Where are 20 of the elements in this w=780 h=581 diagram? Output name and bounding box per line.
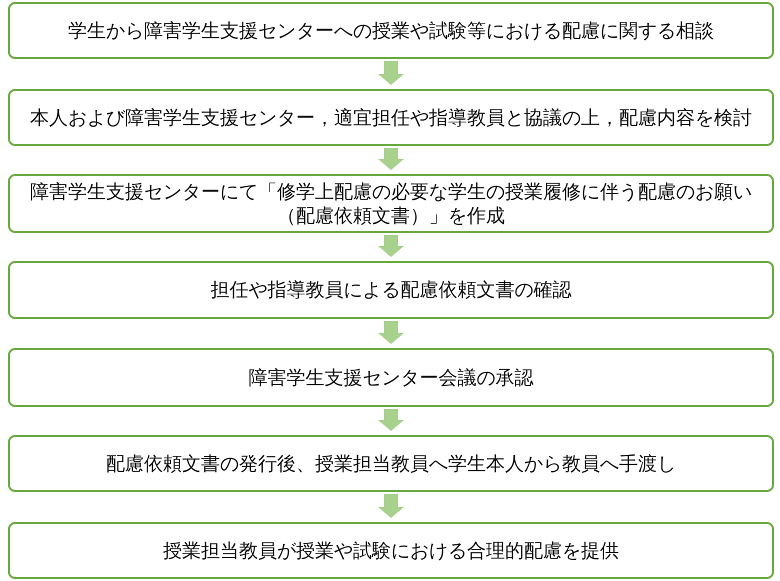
process-box — [8, 522, 774, 579]
arrow — [378, 321, 404, 344]
arrow — [378, 494, 404, 518]
process-box — [8, 261, 774, 319]
step-text: 障害学生支援センター会議の承認 — [248, 366, 534, 390]
arrow — [378, 409, 404, 431]
process-box — [8, 174, 774, 233]
arrow — [378, 148, 404, 170]
process-box — [8, 435, 774, 492]
step-text: 授業担当教員が授業や試験における合理的配慮を提供 — [163, 538, 619, 562]
process-box — [8, 348, 774, 407]
arrow — [378, 235, 404, 257]
step-text: 担任や指導教員による配慮依頼文書の確認 — [210, 278, 572, 302]
process-box — [8, 89, 774, 146]
arrow — [378, 61, 404, 85]
step-text: 障害学生支援センターにて「修学上配慮の必要な学生の授業履修に伴う配慮のお願い（配慮依頼文書）」を作成 — [29, 180, 753, 228]
step-text: 配慮依頼文書の発行後、授業担当教員へ学生本人から教員へ手渡し — [106, 452, 676, 476]
step-text: 学生から障害学生支援センターへの授業や試験等における配慮に関する相談 — [68, 18, 714, 42]
step-text: 本人および障害学生支援センター，適宜担任や指導教員と協議の上，配慮内容を検討 — [30, 106, 752, 130]
process-box — [8, 2, 774, 59]
